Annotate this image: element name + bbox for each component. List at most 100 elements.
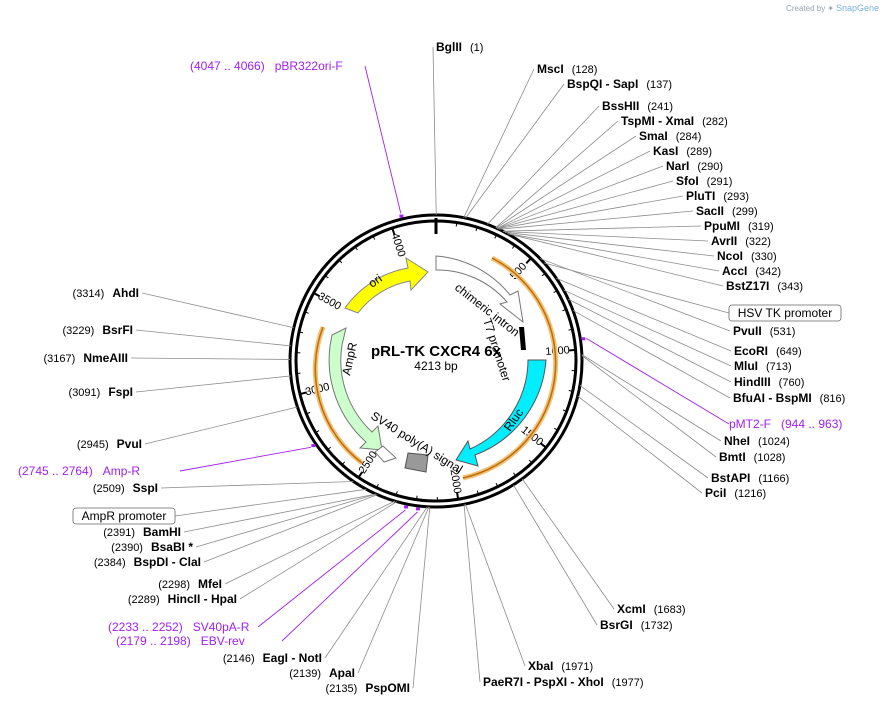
- enzyme-site-bfuai[interactable]: BfuAI - BspMI(816): [733, 391, 845, 405]
- enzyme-position: (2146): [223, 653, 255, 665]
- enzyme-site-ppumi[interactable]: PpuMI(319): [704, 219, 774, 233]
- minor-tick: [315, 430, 320, 433]
- enzyme-site-bspqi[interactable]: BspQI - SapI(137): [567, 77, 672, 91]
- enzyme-site-apai[interactable]: (2139)ApaI: [289, 666, 355, 680]
- enzyme-site-pcii[interactable]: PciI(1216): [705, 486, 766, 500]
- enzyme-site-nmeaiii[interactable]: (3167)NmeAIII: [44, 351, 128, 365]
- enzyme-site-eagi[interactable]: (2146) EagI - NotI: [223, 651, 322, 665]
- enzyme-position: (1216): [734, 488, 766, 500]
- enzyme-site-hindiii[interactable]: HindIII(760): [734, 375, 804, 389]
- leader-line: [463, 504, 481, 683]
- enzyme-position: (1166): [758, 473, 789, 485]
- minor-tick: [495, 482, 499, 487]
- leader-line: [497, 195, 684, 230]
- enzyme-position: (3091): [69, 387, 101, 399]
- primer-pbr322orif[interactable]: (4047 .. 4066)pBR322ori-F: [190, 59, 343, 73]
- enzyme-site-hincii[interactable]: (2289)HincII - HpaI: [128, 592, 237, 606]
- leader-line: [502, 225, 702, 232]
- enzyme-site-paer7i[interactable]: PaeR7I - PspXI - XhoI(1977): [483, 675, 644, 689]
- enzyme-position: (137): [646, 79, 672, 91]
- enzyme-position: (322): [745, 236, 771, 248]
- enzyme-site-tspmi[interactable]: TspMI - XmaI(282): [621, 114, 728, 128]
- enzyme-site-bstz17i[interactable]: BstZ17I(343): [726, 279, 803, 293]
- box-leader: [544, 262, 730, 314]
- tick-mark-1000: [568, 348, 576, 352]
- enzyme-site-ncoi[interactable]: NcoI(330): [717, 249, 777, 263]
- feature-rluc: [455, 359, 547, 467]
- feature-box-label-hsv-tk-promoter[interactable]: HSV TK promoter: [738, 306, 832, 320]
- enzyme-name: BmtI: [719, 450, 746, 464]
- enzyme-site-bsshii[interactable]: BssHII(241): [602, 99, 673, 113]
- tick-mark-1500: [539, 442, 547, 449]
- enzyme-site-nhei[interactable]: NheI(1024): [724, 434, 790, 448]
- enzyme-site-acci[interactable]: AccI(342): [722, 264, 781, 278]
- enzyme-name: BamHI: [143, 525, 181, 539]
- tick-mark-3000: [299, 391, 307, 396]
- leader-line: [224, 500, 396, 585]
- enzyme-site-smai[interactable]: SmaI(284): [639, 129, 701, 143]
- enzyme-name: EagI - NotI: [263, 651, 322, 665]
- enzyme-site-pluti[interactable]: PluTI(293): [686, 189, 749, 203]
- primer-sv40par[interactable]: (2233 .. 2252)SV40pA-R: [108, 620, 250, 634]
- enzyme-site-mfei[interactable]: (2298)MfeI: [158, 577, 222, 591]
- enzyme-site-bmti[interactable]: BmtI(1028): [719, 450, 785, 464]
- feature-box: [72, 507, 176, 525]
- enzyme-name: BsrGI: [600, 618, 633, 632]
- enzyme-site-nari[interactable]: NarI(290): [666, 159, 723, 173]
- enzyme-position: (2391): [103, 527, 135, 539]
- enzyme-position: (290): [697, 161, 723, 173]
- site-labels: BglII(1) MscI(128)BspQI - SapI(137) BssHII…: [18, 40, 845, 695]
- leader-line: [144, 406, 298, 445]
- enzyme-site-ecori[interactable]: EcoRI(649): [734, 344, 802, 358]
- enzyme-name: BssHII: [602, 99, 639, 113]
- enzyme-name: XbaI: [528, 659, 553, 673]
- enzyme-site-bsabi[interactable]: (2390)BsaBI *: [111, 540, 193, 554]
- feature-box-label-ampr-promoter[interactable]: AmpR promoter: [82, 509, 167, 523]
- primer-ebvrev[interactable]: (2179 .. 2198)EBV-rev: [116, 634, 245, 648]
- enzyme-site-fspi[interactable]: (3091)FspI: [69, 385, 133, 399]
- primer-pmt2f[interactable]: pMT2-F(944 .. 963): [729, 417, 842, 431]
- enzyme-site-bsrgi[interactable]: BsrGI (1732): [600, 618, 672, 632]
- primer-ampr[interactable]: (2745 .. 2764)Amp-R: [18, 464, 140, 478]
- minor-tick: [338, 259, 343, 264]
- enzyme-site-msci[interactable]: MscI(128): [537, 62, 597, 76]
- enzyme-site-ahdi[interactable]: (3314)AhdI: [73, 286, 139, 300]
- enzyme-site-bglii[interactable]: BglII(1): [436, 40, 483, 54]
- tick-mark-3500: [313, 292, 321, 298]
- enzyme-site-pspomi[interactable]: (2135)PspOMI: [326, 681, 410, 695]
- leader-line: [487, 105, 600, 225]
- leader-line: [203, 494, 378, 563]
- enzyme-position: (3229): [63, 325, 95, 337]
- enzyme-site-avrii[interactable]: AvrII(322): [711, 234, 771, 248]
- enzyme-name: PpuMI: [704, 219, 740, 233]
- enzyme-site-bamhi[interactable]: (2391) BamHI: [103, 525, 181, 539]
- leader-line: [141, 292, 294, 329]
- enzyme-site-pvuii[interactable]: PvuII(531): [733, 324, 795, 338]
- enzyme-site-bspdi[interactable]: (2384)BspDI - ClaI: [94, 555, 201, 569]
- minor-tick: [562, 308, 567, 312]
- enzyme-position: (330): [751, 251, 777, 263]
- primer-leader: [179, 446, 311, 472]
- leader-line: [504, 231, 715, 257]
- enzyme-site-xcmi[interactable]: XcmI(1683): [617, 602, 685, 616]
- tick-mark-2000: [456, 492, 460, 500]
- minor-tick: [553, 427, 558, 431]
- enzyme-position: (713): [766, 361, 792, 373]
- tick-mark-2500: [357, 471, 364, 479]
- enzyme-position: (2298): [158, 579, 190, 591]
- enzyme-position: (760): [779, 377, 805, 389]
- enzyme-site-sfoi[interactable]: SfoI(291): [676, 174, 732, 188]
- minor-tick: [475, 227, 478, 232]
- enzyme-site-bsrfi[interactable]: (3229)BsrFI: [63, 323, 133, 337]
- enzyme-name: BstAPI: [711, 471, 750, 485]
- snapgene-logo-icon: ✦: [827, 3, 834, 13]
- enzyme-site-pvui[interactable]: (2945)PvuI: [77, 437, 142, 451]
- enzyme-site-bstapi[interactable]: BstAPI (1166): [711, 471, 789, 485]
- enzyme-site-xbai[interactable]: XbaI(1971): [528, 659, 593, 673]
- enzyme-position: (1732): [641, 620, 673, 632]
- enzyme-site-kasi[interactable]: KasI(289): [653, 144, 712, 158]
- enzyme-site-mlui[interactable]: MluI(713): [734, 359, 792, 373]
- enzyme-site-sspi[interactable]: (2509)SspI: [93, 481, 158, 495]
- enzyme-site-sacii[interactable]: SacII(299): [696, 204, 758, 218]
- enzyme-name: KasI: [653, 144, 678, 158]
